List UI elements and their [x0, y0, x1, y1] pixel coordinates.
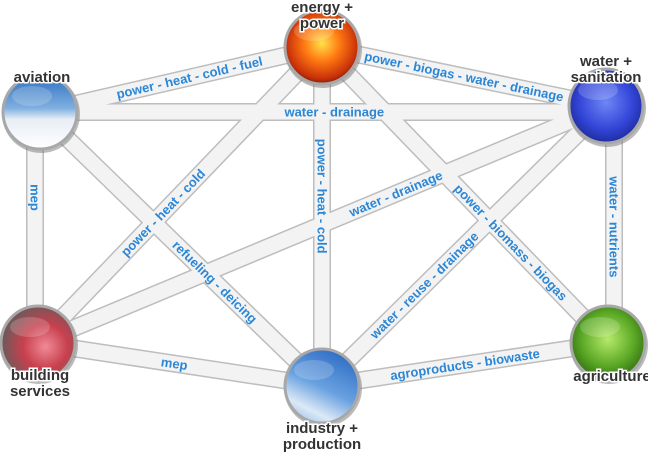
connection-label: water - drainage [283, 105, 384, 120]
node-label: agriculture [573, 368, 648, 385]
connection-band [34, 106, 328, 392]
node-label: building [11, 367, 69, 384]
connection-band [32, 41, 328, 349]
gloss-highlight [294, 21, 334, 41]
connection-label: water - reuse - drainage [366, 229, 481, 343]
gloss-highlight [12, 86, 52, 106]
pipes-image [0, 304, 77, 382]
connection-label: power - heat - cold [315, 139, 330, 254]
connection-label: mep [28, 184, 43, 211]
node-label: industry + [286, 420, 358, 437]
connection-band [38, 39, 324, 120]
gloss-highlight [294, 360, 334, 380]
connection-label: power - biogas - water - drainage [363, 49, 565, 105]
gloss-highlight [10, 317, 50, 337]
connection-band [316, 41, 614, 349]
node-label: power [300, 15, 344, 32]
connection-label: water - nutrients [607, 175, 622, 277]
node-aviation[interactable]: aviation [1, 68, 80, 153]
connection-label: water - drainage [346, 168, 445, 221]
grass-image [569, 304, 647, 382]
gloss-highlight [580, 317, 620, 337]
node-label: production [283, 436, 361, 453]
sky-image [283, 347, 361, 425]
node-energy[interactable]: energy +power [283, 0, 362, 88]
gloss-highlight [578, 80, 618, 100]
node-label: services [10, 383, 70, 400]
fire-image [283, 8, 361, 86]
node-label: sanitation [571, 69, 642, 86]
connection-band [316, 100, 612, 392]
water-drop-image [567, 67, 645, 145]
airplane-image [1, 73, 79, 151]
connection-band [320, 335, 610, 394]
node-industry[interactable]: industry +production [281, 347, 363, 454]
node-label: energy + [291, 0, 353, 16]
connection-band [320, 39, 608, 114]
connection-label: mep [160, 354, 189, 373]
connection-band [35, 99, 609, 350]
connection-band [36, 335, 324, 394]
node-label: water + [579, 53, 632, 70]
node-water[interactable]: water +sanitation [567, 52, 646, 147]
node-agriculture[interactable]: agriculture [569, 304, 648, 387]
node-label: aviation [14, 69, 71, 86]
connection-label: power - heat - cold - fuel [115, 53, 264, 101]
